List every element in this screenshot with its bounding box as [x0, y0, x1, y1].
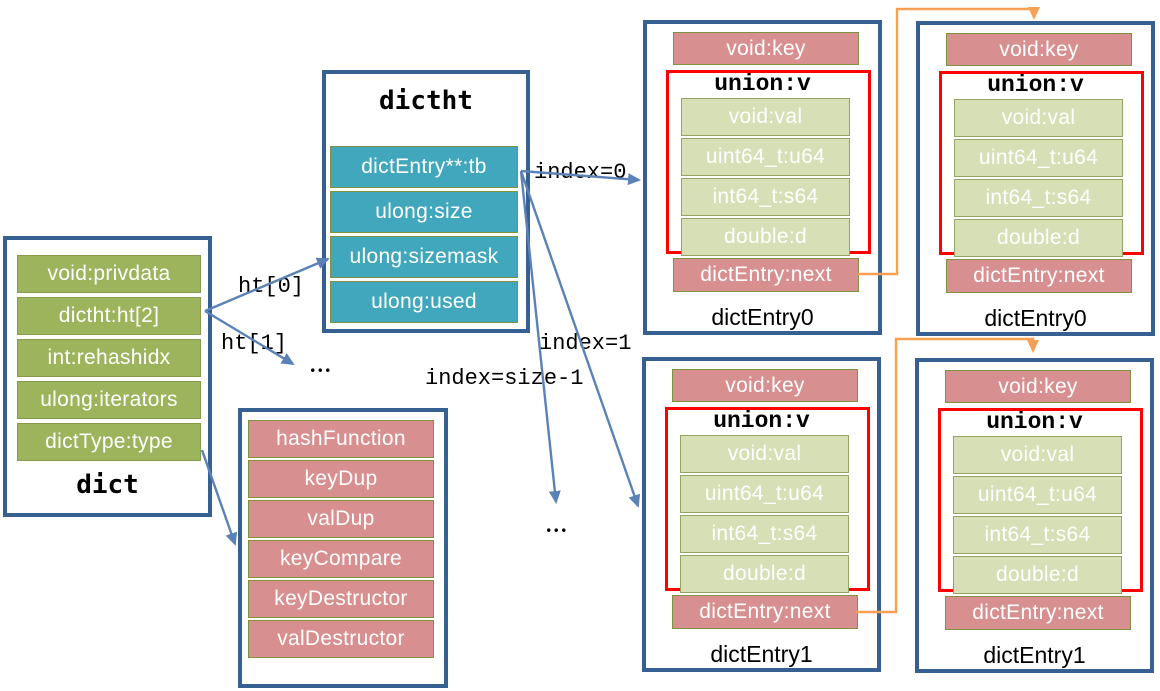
- dicttype-field-keydup: keyDup: [248, 460, 434, 498]
- dictht-field-used: ulong:used: [330, 281, 518, 323]
- dictht-field-tb: dictEntry**:tb: [330, 146, 518, 188]
- entry-field-s64: int64_t:s64: [681, 178, 850, 216]
- entry-field-key: void:key: [673, 32, 859, 65]
- dictht-struct-title: dictht: [379, 86, 473, 116]
- entry-field-u64: uint64_t:u64: [681, 138, 850, 176]
- dict-struct-box: void:privdata dictht:ht[2] int:rehashidx…: [3, 236, 212, 517]
- dict-field-ht2: dictht:ht[2]: [17, 297, 201, 335]
- entry-field-s64: int64_t:s64: [954, 179, 1123, 217]
- dict-field-privdata: void:privdata: [17, 255, 201, 293]
- dict-struct-label: dict: [76, 470, 139, 500]
- entry-field-key: void:key: [672, 369, 858, 402]
- edge-label-index-size-1: index=size-1: [425, 366, 584, 391]
- entry-label: dictEntry1: [710, 641, 813, 667]
- entry-field-d: double:d: [681, 218, 850, 256]
- union-label: union:v: [987, 72, 1084, 98]
- dict-field-iterators: ulong:iterators: [17, 381, 201, 419]
- entry-field-d: double:d: [953, 556, 1122, 594]
- dicttype-field-keydestructor: keyDestructor: [248, 580, 434, 618]
- entry-field-val: void:val: [680, 435, 849, 473]
- entry-field-next: dictEntry:next: [673, 258, 859, 292]
- ellipsis-index: ...: [546, 512, 569, 537]
- dicttype-field-hashfunction: hashFunction: [248, 420, 434, 458]
- edge-label-index0: index=0: [534, 160, 627, 185]
- dictht-field-sizemask: ulong:sizemask: [330, 236, 518, 278]
- edge-label-ht0: ht[0]: [238, 274, 305, 299]
- entry-field-next: dictEntry:next: [945, 596, 1131, 630]
- dicttype-field-keycompare: keyCompare: [248, 540, 434, 578]
- entry-field-d: double:d: [954, 219, 1123, 257]
- entry-field-key: void:key: [946, 33, 1132, 66]
- entry-field-u64: uint64_t:u64: [953, 476, 1122, 514]
- dict-field-rehashidx: int:rehashidx: [17, 339, 201, 377]
- dictentry-box-bucket1-node0: void:key union:v void:val uint64_t:u64 i…: [642, 357, 881, 672]
- entry-field-s64: int64_t:s64: [953, 516, 1122, 554]
- dictht-struct-box: dictht dictEntry**:tb ulong:size ulong:s…: [322, 70, 530, 333]
- union-label: union:v: [986, 409, 1083, 435]
- entry-label: dictEntry0: [984, 305, 1087, 331]
- entry-field-d: double:d: [680, 555, 849, 593]
- union-label: union:v: [713, 408, 810, 434]
- entry-field-key: void:key: [945, 370, 1131, 403]
- entry-field-val: void:val: [954, 99, 1123, 137]
- entry-field-u64: uint64_t:u64: [954, 139, 1123, 177]
- dictentry-box-bucket0-node0: void:key union:v void:val uint64_t:u64 i…: [643, 20, 882, 335]
- ellipsis-ht: ...: [310, 352, 333, 377]
- entry-field-val: void:val: [681, 98, 850, 136]
- dictht-field-size: ulong:size: [330, 191, 518, 233]
- entry-field-next: dictEntry:next: [946, 259, 1132, 293]
- edge-label-ht1: ht[1]: [221, 331, 288, 356]
- dictentry-box-bucket1-node1: void:key union:v void:val uint64_t:u64 i…: [915, 358, 1154, 673]
- dicttype-field-valdestructor: valDestructor: [248, 620, 434, 658]
- entry-field-next: dictEntry:next: [672, 595, 858, 629]
- entry-label: dictEntry0: [711, 304, 814, 330]
- edge-label-index1: index=1: [539, 331, 632, 356]
- dicttype-struct-box: hashFunction keyDup valDup keyCompare ke…: [238, 408, 448, 688]
- entry-field-val: void:val: [953, 436, 1122, 474]
- dict-field-type: dictType:type: [17, 423, 201, 461]
- entry-field-u64: uint64_t:u64: [680, 475, 849, 513]
- dicttype-field-valdup: valDup: [248, 500, 434, 538]
- entry-label: dictEntry1: [983, 642, 1086, 668]
- union-label: union:v: [714, 71, 811, 97]
- dictentry-box-bucket0-node1: void:key union:v void:val uint64_t:u64 i…: [916, 21, 1155, 336]
- entry-field-s64: int64_t:s64: [680, 515, 849, 553]
